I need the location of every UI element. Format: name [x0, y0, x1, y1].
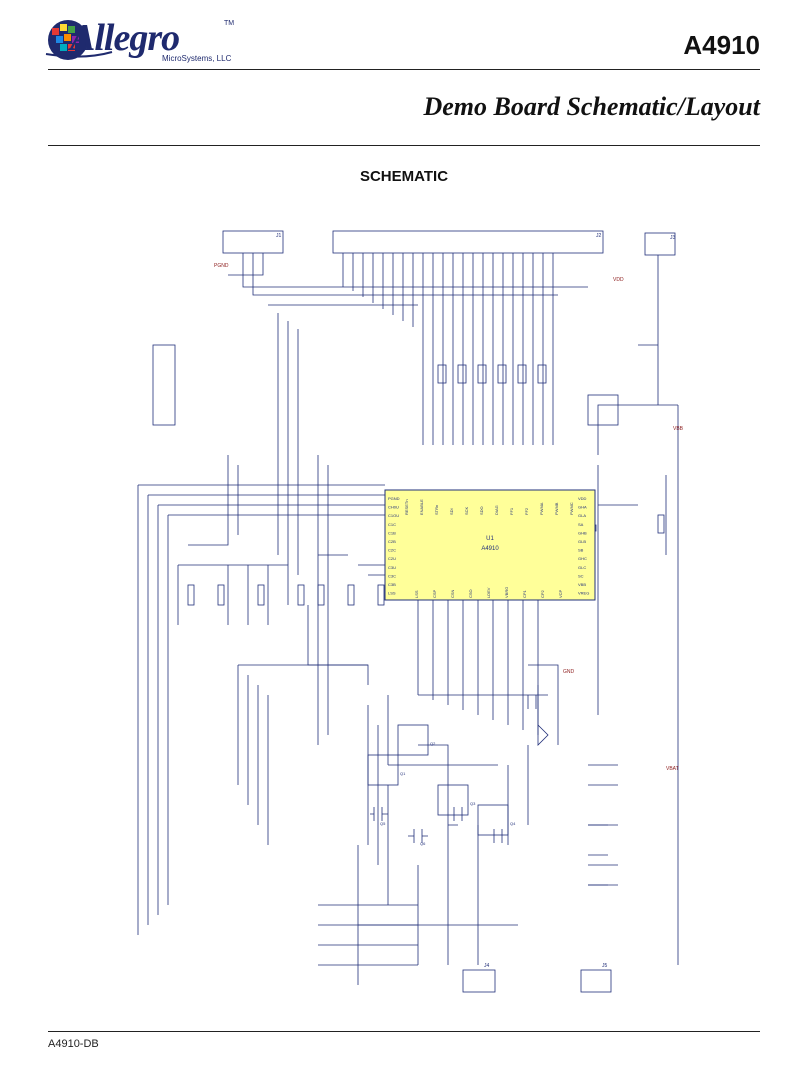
net-label-gnd: GND — [563, 669, 575, 675]
net-label-vdd: VDD — [613, 277, 624, 283]
ic-bottom-pin: LDEV — [486, 587, 491, 598]
ic-left-pin: C2U — [388, 556, 396, 561]
ic-left-pin: C3B — [388, 582, 396, 587]
schematic-diagram: U1 A4910 PGND VDD VBAT GND VBB J1 J2 J3 … — [137, 230, 684, 993]
logo-wordmark: Allegro — [70, 17, 180, 59]
ic-top-pin: SCK — [464, 506, 469, 515]
part-number: A4910 — [683, 30, 760, 60]
ic-label: U1 — [486, 536, 494, 542]
header-rule — [48, 69, 760, 70]
ic-top-pins: RESETn ENABLE STRn SDI SCK SDO DIAG FF1 FF2 PWMA P… — [404, 499, 574, 515]
document-title: Demo Board Schematic/Layout — [423, 92, 760, 121]
logo-trademark: TM — [224, 20, 235, 27]
ic-right-pin: GHC — [578, 556, 587, 561]
ic-top-pin: FF2 — [524, 507, 529, 515]
ic-top-pin: PWMB — [554, 502, 559, 515]
allegro-logo: Allegro TM MicroSystems, LLC — [44, 14, 244, 70]
ic-right-pin: SA — [578, 522, 584, 527]
connector-j2 — [332, 230, 604, 254]
ic-bottom-pin: CP2 — [540, 589, 545, 598]
ic-left-pin: C2C — [388, 548, 396, 553]
ic-bottom-pins: LSS CSP CSN CSO LDEV VBRG CP1 CP2 VCP — [414, 587, 563, 598]
ic-part: A4910 — [481, 546, 499, 552]
ic-top-pin: FF1 — [509, 507, 514, 515]
connector-label-j4: J4 — [484, 963, 490, 969]
connector-labels: J1 J2 J3 J4 J5 — [276, 233, 676, 969]
transistor-label-q2: Q2 — [430, 741, 436, 746]
net-label-vbat: VBAT — [666, 766, 679, 772]
connector-j1 — [222, 230, 284, 254]
ic-top-pin: DIAG — [494, 505, 499, 515]
transistor-label-q1: Q1 — [400, 771, 406, 776]
connector-j5 — [580, 969, 612, 993]
ic-right-pins: VDD GHA GLA SA GHB GLB SB GHC GLC SC VBB VREG — [578, 496, 589, 596]
connector-label-j5: J5 — [602, 963, 608, 969]
ic-left-pin: LSS — [388, 591, 396, 596]
ic-bottom-pin: CSP — [432, 589, 437, 598]
transistor-labels: Q1 Q2 Q3 Q4 Q5 Q6 — [380, 741, 516, 846]
ic-top-pin: SDO — [479, 506, 484, 515]
ic-left-pin: CH0U — [388, 505, 399, 510]
ic-left-pin: C1OU — [388, 513, 399, 518]
ic-top-pin: PWMA — [539, 502, 544, 515]
ic-bottom-pin: VCP — [558, 589, 563, 598]
ic-bottom-pin: CP1 — [522, 589, 527, 598]
ic-top-pin: PWMC — [569, 502, 574, 515]
ic-left-pin: PGND — [388, 496, 400, 501]
ic-right-pin: SC — [578, 573, 584, 578]
transistor-label-q5: Q5 — [380, 821, 386, 826]
ic-u1: U1 A4910 — [384, 489, 596, 601]
ic-right-pin: GHA — [578, 505, 587, 510]
ic-top-pin: RESETn — [404, 499, 409, 515]
ic-right-pin: GLC — [578, 565, 586, 570]
connector-j3 — [644, 232, 676, 256]
transistor-label-q6: Q6 — [420, 841, 426, 846]
ic-bottom-pin: CSO — [468, 589, 473, 598]
ic-right-pin: GLB — [578, 539, 586, 544]
ic-right-pin: SB — [578, 548, 584, 553]
ic-right-pin: VDD — [578, 496, 587, 501]
ic-left-pins: PGND CH0U C1OU C1C C1B C2B C2C C2U C3U C3C C3B LSS — [388, 496, 400, 596]
ic-right-pin: VBB — [578, 582, 586, 587]
ic-right-pin: GHB — [578, 530, 587, 535]
logo-globe-icon — [45, 20, 113, 60]
ic-top-pin: STRn — [434, 505, 439, 515]
ic-left-pin: C1B — [388, 530, 396, 535]
title-rule — [48, 145, 760, 146]
ic-left-pin: C3C — [388, 573, 396, 578]
logo-subtext: MicroSystems, LLC — [162, 54, 232, 63]
transistor-label-q3: Q3 — [470, 801, 476, 806]
ic-left-pin: C2B — [388, 539, 396, 544]
ic-top-pin: ENABLE — [419, 499, 424, 515]
ic-right-pin: VREG — [578, 591, 589, 596]
ic-top-pin: SDI — [449, 508, 454, 515]
connector-label-j1: J1 — [276, 233, 282, 239]
footer-doc-id: A4910-DB — [48, 1038, 99, 1050]
connector-label-j3: J3 — [670, 235, 676, 241]
ic-bottom-pin: LSS — [414, 590, 419, 598]
ic-bottom-pin: CSN — [450, 589, 455, 598]
ic-bottom-pin: VBRG — [504, 587, 509, 598]
connector-j4 — [462, 969, 496, 993]
section-heading: SCHEMATIC — [359, 168, 449, 185]
transistor-label-q4: Q4 — [510, 821, 516, 826]
ic-left-pin: C1C — [388, 522, 396, 527]
footer-rule — [48, 1031, 760, 1032]
net-labels: PGND VDD VBAT GND VBB — [214, 263, 684, 772]
ic-right-pin: GLA — [578, 513, 586, 518]
ic-left-pin: C3U — [388, 565, 396, 570]
net-label-vbb: VBB — [673, 426, 684, 432]
connector-label-j2: J2 — [596, 233, 602, 239]
net-label-pgnd: PGND — [214, 263, 229, 269]
